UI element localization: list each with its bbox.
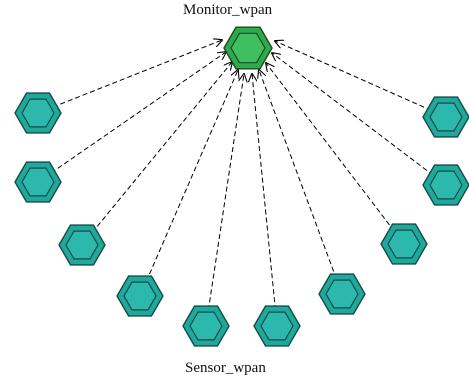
sensor-node-4 — [116, 275, 164, 317]
link-sensor-6 — [252, 74, 278, 327]
sensor-node-7 — [318, 273, 366, 315]
sensor-node-9-inner — [429, 170, 463, 200]
sensor-node-10 — [422, 96, 469, 138]
sensor-node-4-inner — [123, 281, 157, 311]
sensor-node-1 — [14, 92, 62, 134]
sensor-node-1-inner — [21, 98, 55, 128]
sensor-node-6-inner — [260, 311, 294, 341]
sensor-node-5-inner — [189, 311, 223, 341]
link-sensor-10 — [275, 41, 447, 118]
links-group — [37, 40, 447, 327]
link-sensor-2 — [37, 52, 226, 183]
link-sensor-4 — [139, 70, 238, 297]
sensor-node-2 — [14, 161, 62, 203]
link-sensor-8 — [266, 63, 405, 245]
sensor-node-3 — [58, 224, 106, 266]
sensor-node-10-inner — [429, 102, 463, 132]
sensor-node-5 — [182, 305, 230, 347]
nodes-group — [14, 26, 469, 347]
sensor-node-2-inner — [21, 167, 55, 197]
monitor-node-inner — [230, 32, 266, 64]
sensor-node-6 — [253, 305, 301, 347]
sensor-node-7-inner — [325, 279, 359, 309]
sensor-label: Sensor_wpan — [185, 360, 266, 376]
link-sensor-7 — [259, 70, 343, 295]
sensor-node-9 — [422, 164, 469, 206]
monitor-node — [223, 26, 273, 70]
sensor-node-8-inner — [387, 229, 421, 259]
sensor-node-8 — [380, 223, 428, 265]
link-sensor-1 — [37, 40, 222, 114]
link-sensor-3 — [81, 62, 232, 246]
link-sensor-9 — [272, 53, 447, 186]
monitor-label: Monitor_wpan — [183, 2, 273, 18]
sensor-node-3-inner — [65, 230, 99, 260]
link-sensor-5 — [205, 74, 244, 327]
